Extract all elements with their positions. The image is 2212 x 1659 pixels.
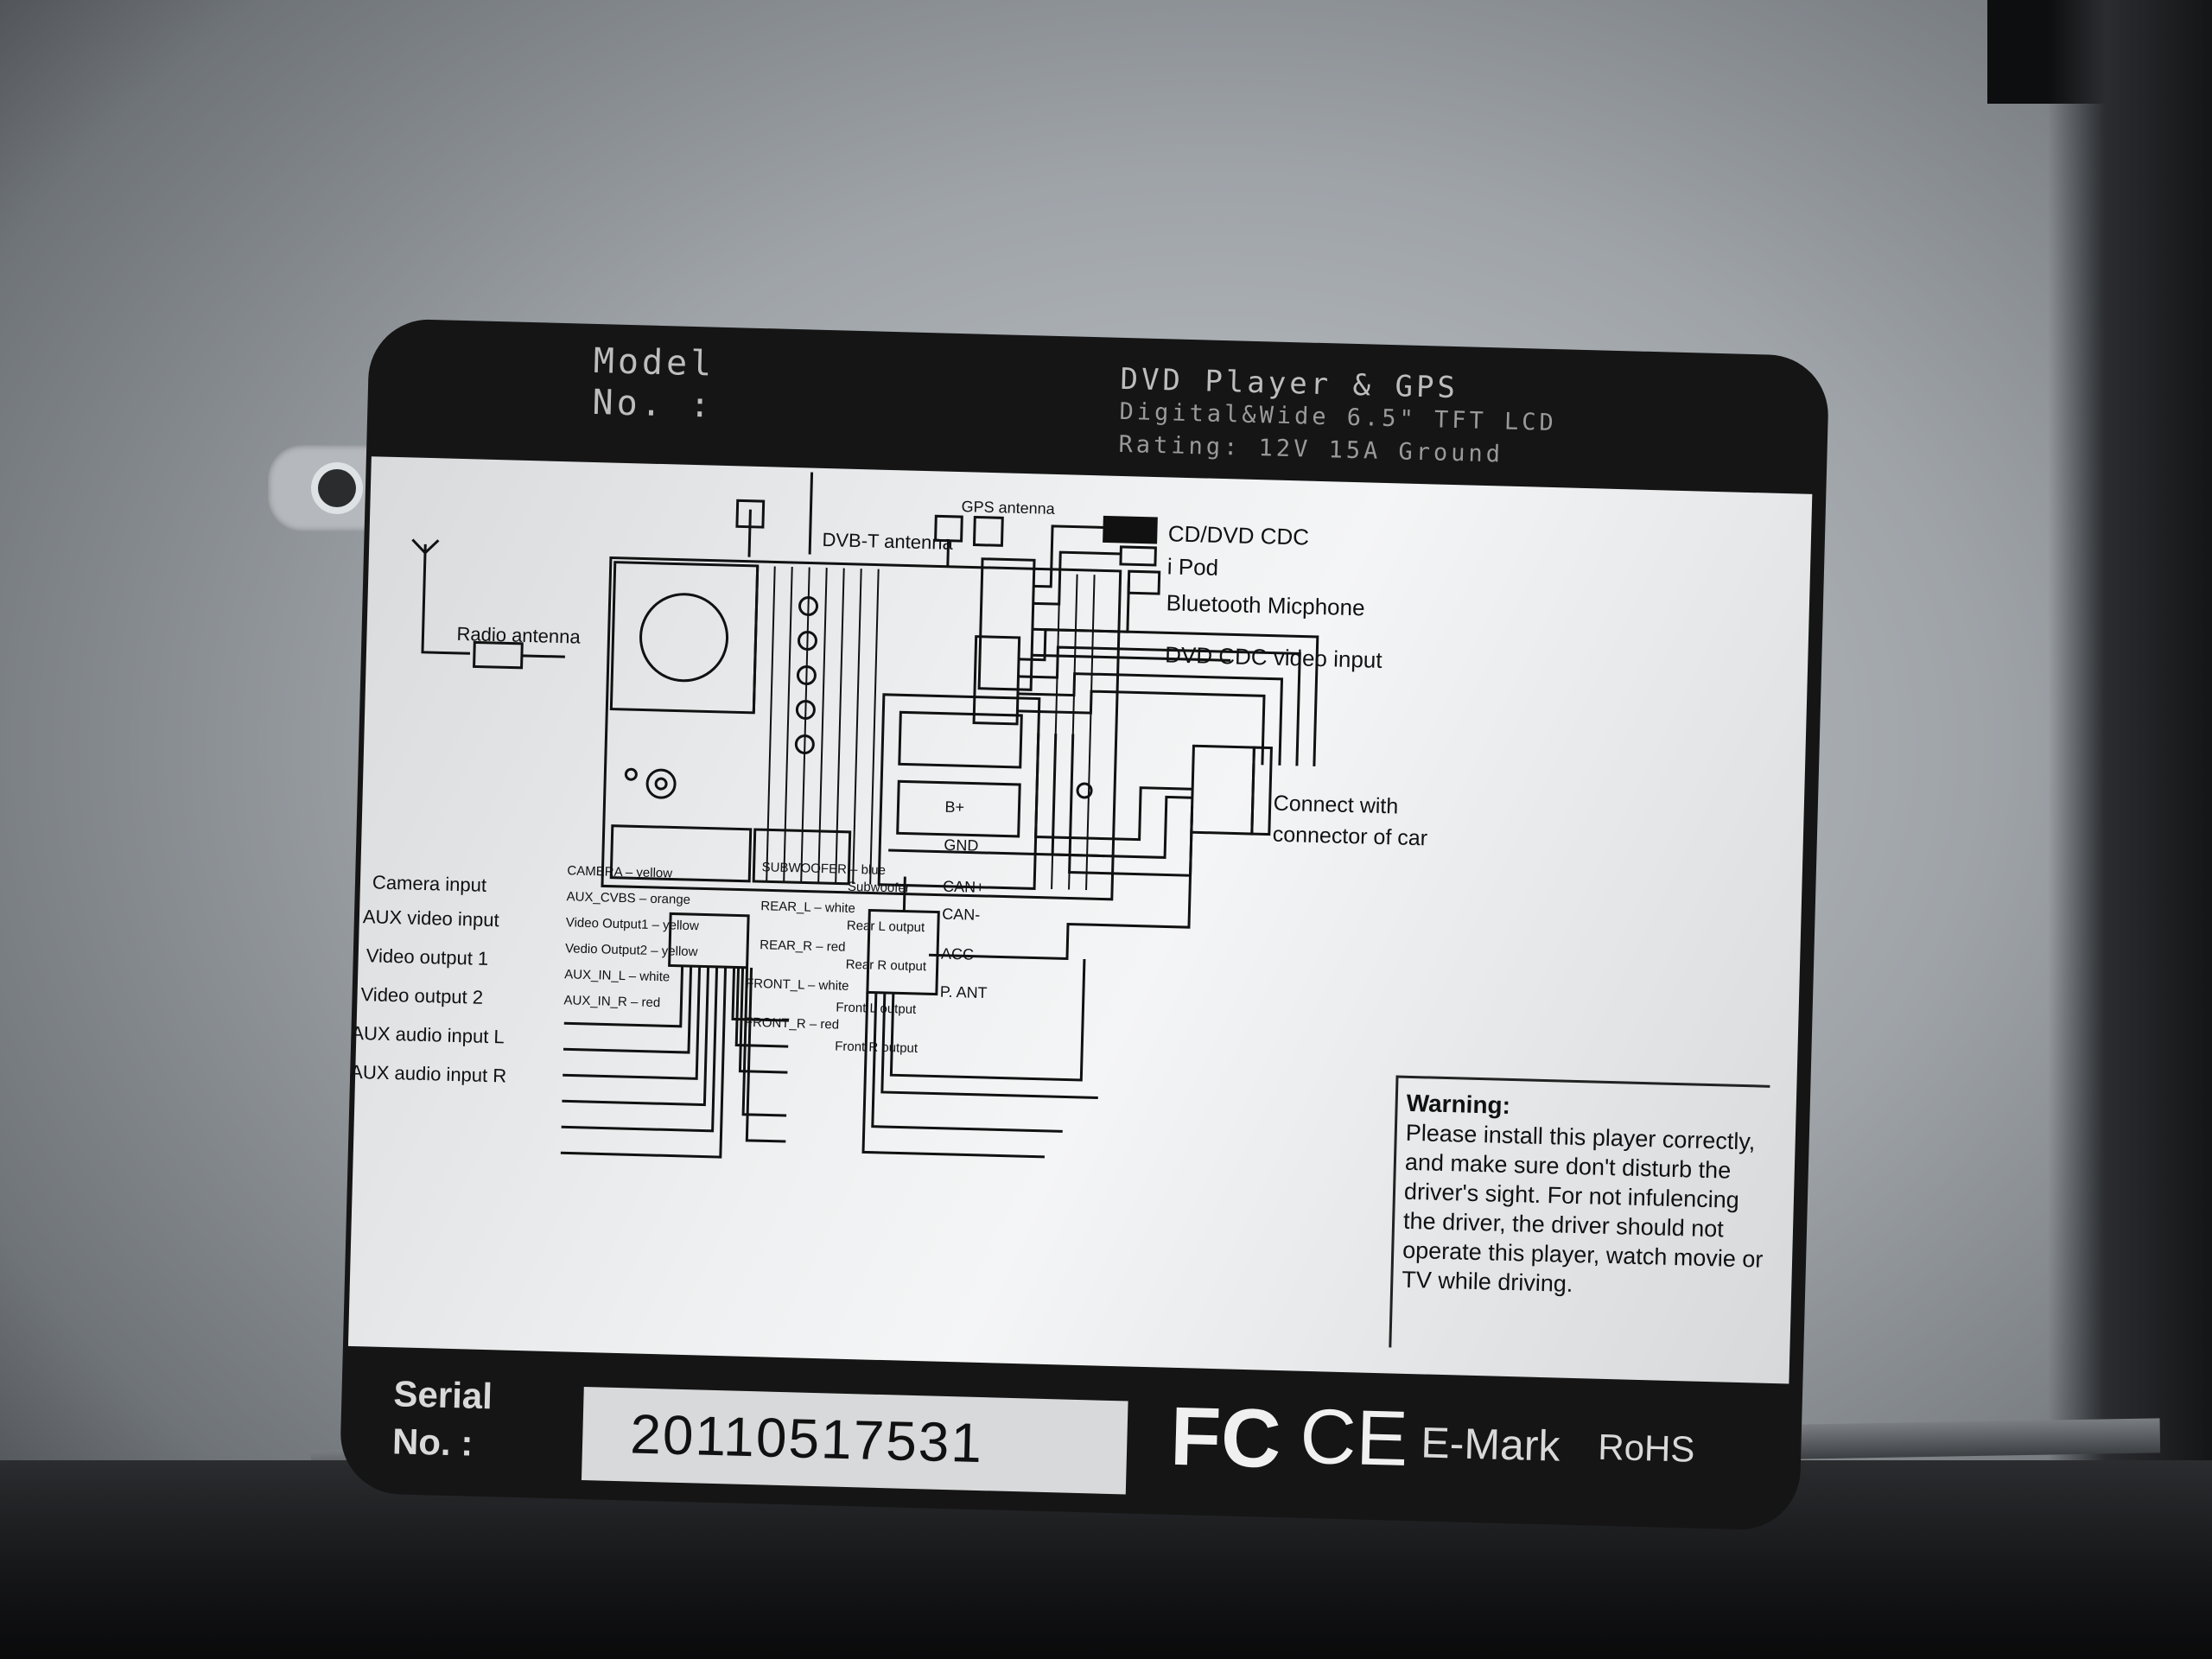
- bluetooth-label: Bluetooth Micphone: [1166, 589, 1365, 621]
- serial-box: 20110517531: [581, 1387, 1128, 1495]
- cdc-label: CD/DVD CDC: [1167, 520, 1310, 550]
- dvd-cdc-video-label: DVD CDC video input: [1164, 641, 1382, 673]
- model-label: Model: [593, 340, 715, 385]
- right-wire-label: FRONT_L – white: [745, 976, 849, 994]
- left-io-label: Video output 2: [360, 983, 484, 1008]
- right-io-label: Rear L output: [846, 918, 925, 936]
- head-unit-outline: [601, 556, 1122, 901]
- power-wire-acc: ACC: [940, 944, 975, 963]
- dvbt-antenna-label: DVB-T antenna: [822, 528, 954, 554]
- power-wire-gnd: GND: [944, 836, 979, 855]
- left-io-label: Camera input: [372, 871, 487, 896]
- ipod-label: i Pod: [1166, 553, 1219, 581]
- right-io-label: Front R output: [834, 1039, 918, 1056]
- left-wire-label: CAMERA – yellow: [567, 863, 673, 881]
- left-io-label: AUX audio input R: [349, 1060, 507, 1087]
- left-wire-label: AUX_IN_R – red: [563, 993, 661, 1011]
- warning-text: Please install this player correctly, an…: [1401, 1119, 1764, 1297]
- right-io-label: Subwoofer: [847, 879, 910, 896]
- left-io-label: AUX audio input L: [351, 1021, 505, 1048]
- car-connector-line1: Connect with: [1273, 791, 1399, 819]
- left-wire-label: AUX_IN_L – white: [564, 967, 671, 985]
- radio-antenna-label: Radio antenna: [456, 622, 581, 648]
- emark-label: E-Mark: [1420, 1418, 1561, 1471]
- power-wire-pant: P. ANT: [939, 982, 988, 1002]
- power-wire-canplus: CAN+: [942, 877, 985, 896]
- serial-label: Serial: [392, 1373, 493, 1417]
- serial-no-label: No. :: [391, 1421, 474, 1464]
- power-wire-bplus: B+: [944, 798, 965, 817]
- right-io-label: Rear R output: [845, 957, 927, 975]
- device-label: Model No. : DVD Player & GPS Digital&Wid…: [339, 318, 1830, 1531]
- model-no-label: No. :: [592, 382, 715, 426]
- right-wire-label: FRONT_R – red: [744, 1014, 840, 1033]
- gps-antenna-label: GPS antenna: [961, 498, 1055, 518]
- car-connector-line2: connector of car: [1272, 822, 1428, 851]
- left-io-label: AUX video input: [362, 906, 499, 931]
- right-io-label: Front L output: [836, 1000, 917, 1017]
- power-wire-canminus: CAN-: [942, 905, 981, 924]
- rohs-label: RoHS: [1597, 1426, 1696, 1470]
- right-wire-label: REAR_R – red: [760, 938, 846, 955]
- ce-mark: CE: [1299, 1393, 1409, 1483]
- warning-box: Warning: Please install this player corr…: [1389, 1075, 1770, 1357]
- fcc-mark: FC: [1169, 1389, 1282, 1486]
- serial-number: 20110517531: [629, 1402, 984, 1475]
- background-shadow-right: [2048, 0, 2212, 1659]
- wiring-diagram: [411, 472, 1319, 1159]
- left-io-label: Video output 1: [365, 944, 489, 969]
- right-wire-label: REAR_L – white: [760, 899, 856, 917]
